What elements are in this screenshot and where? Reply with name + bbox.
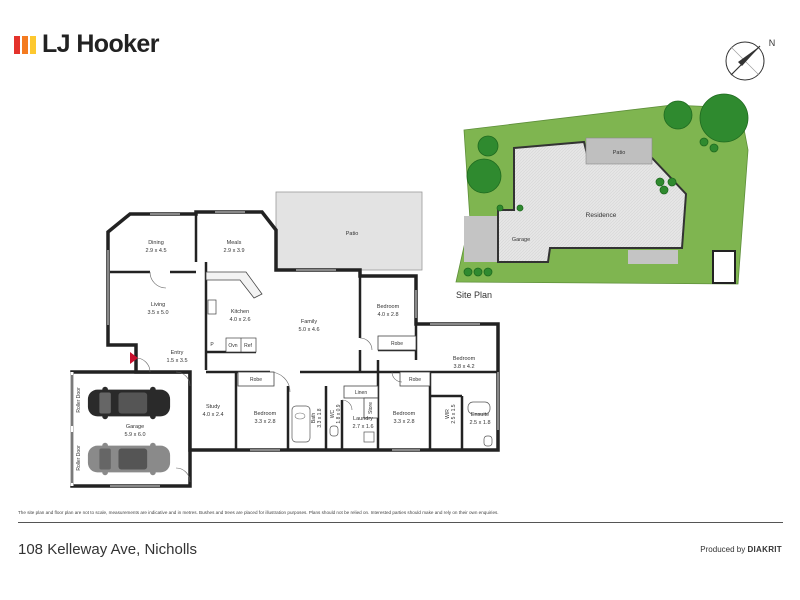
room-garage-name: Garage: [126, 424, 144, 430]
room-wc-name: WC: [330, 409, 336, 418]
room-wir-name: WIR: [445, 409, 451, 419]
room-kitchen-dims: 4.0 x 2.6: [229, 317, 250, 323]
room-bedroom-main-dims: 3.8 x 4.2: [453, 364, 474, 370]
room-family-dims: 5.0 x 4.6: [298, 327, 319, 333]
robe-bedroom-a: Robe: [391, 341, 403, 347]
site-garage-label: Garage: [512, 237, 530, 243]
room-ensuite-name: Ensuite: [471, 412, 489, 418]
roller-door-label-top: Roller Door: [76, 387, 82, 413]
site-residence-label: Residence: [586, 212, 617, 219]
room-entry-dims: 1.5 x 3.5: [166, 358, 187, 364]
room-study-name: Study: [206, 404, 220, 410]
room-meals-dims: 2.9 x 3.9: [223, 248, 244, 254]
room-wc-dims: 1.8 x 0.9: [336, 404, 342, 423]
room-ensuite-dims: 2.5 x 1.8: [469, 420, 490, 426]
site-patio: [585, 137, 653, 165]
room-bedroom-a-dims: 4.0 x 2.8: [377, 312, 398, 318]
tree-top-icon: [663, 100, 693, 130]
room-bedroom-c-name: Bedroom: [393, 411, 416, 417]
fixture-linen: Linen: [355, 390, 367, 396]
brand-name: LJ Hooker: [42, 30, 159, 58]
entry-arrow-icon: [130, 352, 138, 364]
compass: N: [725, 38, 776, 81]
fixture-fridge: Ref: [244, 343, 252, 349]
tree-large-icon: [699, 93, 749, 143]
fixture-store: Store: [368, 402, 374, 414]
car-grey-icon: [87, 442, 171, 476]
roller-door-label-bottom: Roller Door: [76, 445, 82, 471]
room-bedroom-main-name: Bedroom: [453, 356, 476, 362]
fixture-oven: Ovn: [228, 343, 237, 349]
producer-credit-company: DIAKRIT: [747, 545, 782, 554]
room-laundry-dims: 2.7 x 1.6: [352, 424, 373, 430]
patio-area: [275, 191, 423, 271]
compass-needle-icon: [738, 46, 760, 66]
room-bedroom-b-name: Bedroom: [254, 411, 277, 417]
room-bedroom-c-dims: 3.3 x 2.8: [393, 419, 414, 425]
room-bedroom-b-dims: 3.3 x 2.8: [254, 419, 275, 425]
room-dining-name: Dining: [148, 240, 164, 246]
producer-credit: Produced by DIAKRIT: [700, 545, 782, 554]
site-patio-label: Patio: [613, 150, 626, 156]
room-wir-dims: 2.5 x 1.5: [451, 404, 457, 423]
room-entry-name: Entry: [171, 350, 184, 356]
room-garage-dims: 5.9 x 6.0: [124, 432, 145, 438]
brand-logo: LJ Hooker: [14, 30, 159, 59]
room-living-name: Living: [151, 302, 165, 308]
room-bath-name: Bath: [311, 413, 317, 424]
room-bath-dims: 3.3 x 1.8: [317, 408, 323, 427]
floor-plan: [70, 191, 500, 488]
site-plan-title: Site Plan: [456, 290, 492, 300]
room-meals-name: Meals: [227, 240, 242, 246]
room-bedroom-a-name: Bedroom: [377, 304, 400, 310]
site-plan: Residence Garage Patio Site Plan: [455, 93, 749, 300]
room-laundry-name: Laundry: [353, 416, 373, 422]
robe-bedroom-b: Robe: [250, 377, 262, 383]
tree-small-icon: [477, 135, 499, 157]
room-family-name: Family: [301, 319, 317, 325]
disclaimer: The site plan and floor plan are not to …: [18, 510, 499, 515]
room-dining-dims: 2.9 x 4.5: [145, 248, 166, 254]
property-address: 108 Kelleway Ave, Nicholls: [18, 541, 197, 558]
fixture-pantry: P: [210, 342, 214, 348]
room-kitchen-name: Kitchen: [231, 309, 249, 315]
room-patio-name: Patio: [346, 231, 359, 237]
room-living-dims: 3.5 x 5.0: [147, 310, 168, 316]
producer-credit-prefix: Produced by: [700, 545, 746, 554]
site-shed: [712, 250, 736, 284]
room-study-dims: 4.0 x 2.4: [202, 412, 223, 418]
robe-bedroom-c: Robe: [409, 377, 421, 383]
compass-north-label: N: [769, 38, 776, 48]
divider: [18, 522, 783, 523]
tree-left-icon: [466, 158, 502, 194]
car-dark-icon: [87, 386, 171, 420]
brand-logo-mark: [14, 35, 36, 54]
